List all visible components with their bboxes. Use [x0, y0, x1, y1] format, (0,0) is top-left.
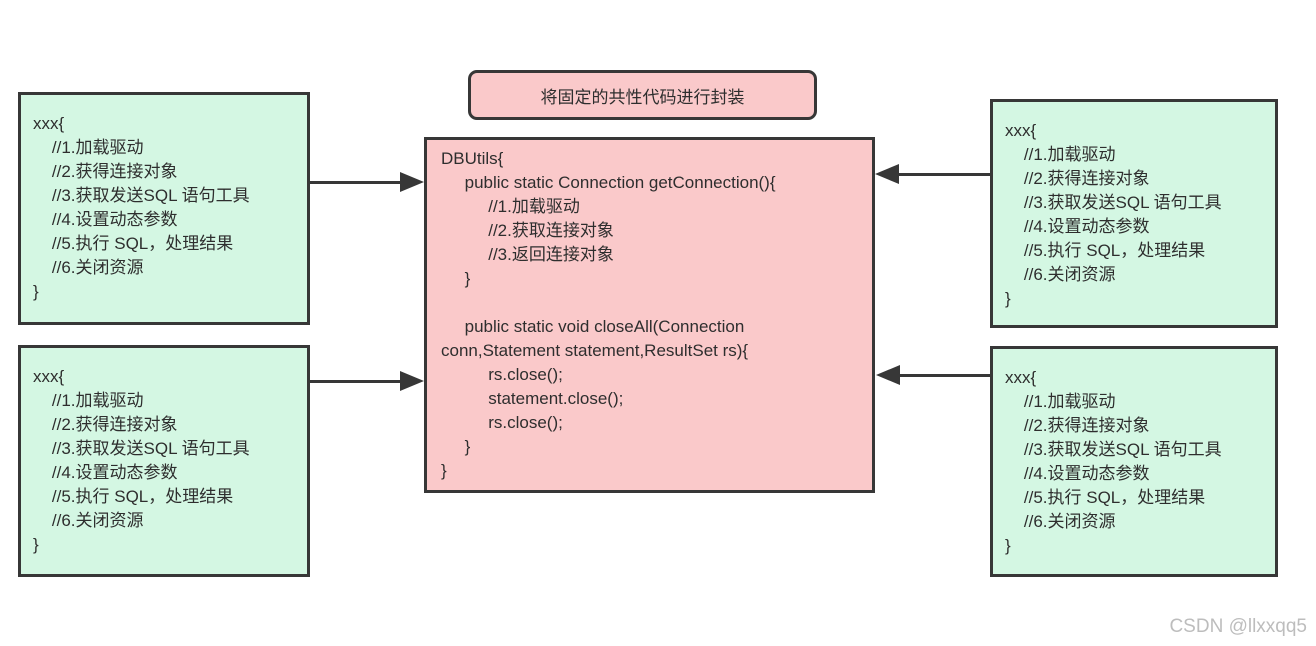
code-line: //2.获得连接对象: [1005, 169, 1150, 188]
code-line: //5.执行 SQL，处理结果: [1005, 488, 1206, 507]
code-line: //2.获取连接对象: [441, 221, 614, 240]
code-line: //1.加载驱动: [33, 138, 144, 157]
code-line: }: [441, 269, 471, 288]
code-line: //2.获得连接对象: [1005, 416, 1150, 435]
code-line: //3.获取发送SQL 语句工具: [1005, 440, 1222, 459]
code-line: //2.获得连接对象: [33, 162, 178, 181]
code-line: public static Connection getConnection()…: [441, 173, 776, 192]
code-line: }: [1005, 536, 1011, 555]
code-line: //5.执行 SQL，处理结果: [33, 234, 234, 253]
code-line: [441, 291, 858, 315]
code-line: xxx{: [1005, 121, 1037, 140]
code-line: conn,Statement statement,ResultSet rs){: [441, 341, 749, 360]
arrow-top-left-arrowhead-icon: [400, 172, 424, 192]
dbutils-class-box: DBUtils{ public static Connection getCon…: [424, 137, 875, 493]
caller-box-bottom-left: xxx{ //1.加载驱动 //2.获得连接对象 //3.获取发送SQL 语句工…: [18, 345, 310, 577]
code-line: //5.执行 SQL，处理结果: [1005, 241, 1206, 260]
code-line: xxx{: [1005, 368, 1037, 387]
code-line: //4.设置动态参数: [1005, 464, 1150, 483]
code-line: //1.加载驱动: [441, 197, 580, 216]
code-line: rs.close();: [441, 365, 563, 384]
code-line: statement.close();: [441, 389, 624, 408]
caller-box-top-right: xxx{ //1.加载驱动 //2.获得连接对象 //3.获取发送SQL 语句工…: [990, 99, 1278, 328]
code-line: }: [33, 282, 39, 301]
arrow-bottom-right-arrowhead-icon: [876, 365, 900, 385]
code-line: }: [1005, 289, 1011, 308]
arrow-bottom-left-arrowhead-icon: [400, 371, 424, 391]
code-line: //6.关闭资源: [1005, 265, 1116, 284]
arrow-top-left-line: [310, 181, 403, 184]
title-label: 将固定的共性代码进行封装: [540, 87, 745, 107]
code-line: //3.获取发送SQL 语句工具: [33, 186, 250, 205]
code-line: //4.设置动态参数: [33, 463, 178, 482]
code-line: //1.加载驱动: [1005, 392, 1116, 411]
arrow-top-right-arrowhead-icon: [875, 164, 899, 184]
code-line: DBUtils{: [441, 149, 504, 168]
code-line: }: [441, 461, 447, 480]
arrow-bottom-left-line: [310, 380, 403, 383]
code-line: //6.关闭资源: [33, 258, 144, 277]
code-line: //5.执行 SQL，处理结果: [33, 487, 234, 506]
code-line: }: [33, 535, 39, 554]
code-line: //6.关闭资源: [33, 511, 144, 530]
code-line: rs.close();: [441, 413, 563, 432]
caller-box-bottom-right: xxx{ //1.加载驱动 //2.获得连接对象 //3.获取发送SQL 语句工…: [990, 346, 1278, 577]
arrow-bottom-right-line: [898, 374, 990, 377]
watermark: CSDN @llxxqq5: [1169, 616, 1307, 637]
code-line: //1.加载驱动: [33, 391, 144, 410]
code-line: //4.设置动态参数: [1005, 217, 1150, 236]
code-line: //3.返回连接对象: [441, 245, 614, 264]
code-line: //6.关闭资源: [1005, 512, 1116, 531]
code-line: //4.设置动态参数: [33, 210, 178, 229]
title-box: 将固定的共性代码进行封装: [468, 70, 817, 120]
caller-box-top-left: xxx{ //1.加载驱动 //2.获得连接对象 //3.获取发送SQL 语句工…: [18, 92, 310, 325]
code-line: public static void closeAll(Connection: [441, 317, 745, 336]
code-line: //3.获取发送SQL 语句工具: [1005, 193, 1222, 212]
code-line: xxx{: [33, 367, 65, 386]
code-line: //3.获取发送SQL 语句工具: [33, 439, 250, 458]
code-line: xxx{: [33, 114, 65, 133]
code-line: //1.加载驱动: [1005, 145, 1116, 164]
arrow-top-right-line: [897, 173, 990, 176]
code-line: //2.获得连接对象: [33, 415, 178, 434]
code-line: }: [441, 437, 471, 456]
